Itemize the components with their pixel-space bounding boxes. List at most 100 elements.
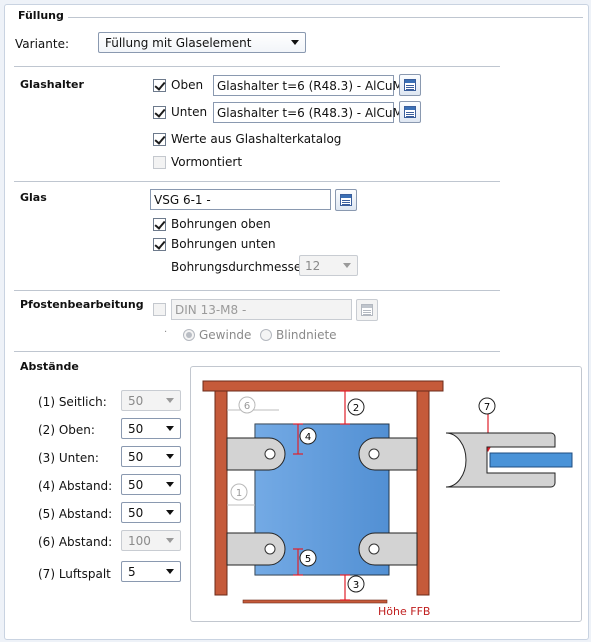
divider [14,290,500,291]
bohrungen-unten-checkbox[interactable] [153,238,166,251]
bohrungsdurchmesser-select[interactable]: 12 [299,255,358,276]
divider [14,351,500,352]
catalog-icon [404,106,416,118]
abstand-value-7: 5 [128,565,136,579]
abstand-value-2: 50 [128,422,144,436]
marker-3 [347,575,365,593]
glashalter-unten-field[interactable]: Glashalter t=6 (R48.3) - AlCuMg1 [213,102,418,123]
chevron-down-icon [343,263,351,268]
holder-right-top [358,437,418,471]
holder-right-bottom [358,532,418,566]
gewinde-radio[interactable] [183,329,195,341]
abstand-label-4: (4) Abstand: [38,479,113,493]
detail-holder [445,432,556,488]
gewinde-label: Gewinde [199,328,252,342]
radio-group-marker: · [164,327,168,338]
abstand-label-1: (1) Seitlich: [38,395,107,409]
marker-5 [299,549,317,567]
glashalter-unten-catalog-button[interactable] [399,101,421,123]
hole-right-bottom [368,543,380,555]
marker-4 [299,427,317,445]
right-post [416,390,430,596]
abstand-value-6: 100 [128,534,151,548]
katalog-label: Werte aus Glashalterkatalog [171,132,342,146]
abstand-select-3[interactable]: 50 [121,446,181,467]
variante-label: Variante: [15,37,69,51]
marker-1 [230,483,248,501]
pfosten-title: Pfostenbearbeitung [20,298,144,311]
bohrungen-unten-label: Bohrungen unten [171,237,276,251]
oben-label: Oben [171,78,204,92]
oben-checkbox[interactable] [153,79,166,92]
marker-5-text: 5 [305,554,311,565]
variante-select[interactable]: Füllung mit Glaselement [98,32,306,53]
catalog-icon [340,194,352,206]
abstand-select-4[interactable]: 50 [121,474,181,495]
chevron-down-icon [291,40,299,45]
chevron-down-icon [166,426,174,431]
abstand-label-6: (6) Abstand: [38,535,113,549]
abstand-select-5[interactable]: 50 [121,502,181,523]
pfosten-checkbox[interactable] [153,303,166,316]
abstand-select-6[interactable]: 100 [121,530,181,551]
pfosten-catalog-button[interactable] [356,299,378,321]
catalog-icon [361,304,373,316]
vormontiert-label: Vormontiert [171,155,243,169]
hole-left-top [264,448,276,460]
holder-left-bottom [226,532,286,566]
chevron-down-icon [166,454,174,459]
section-title: Füllung [18,9,64,22]
abstand-value-1: 50 [128,394,144,408]
section-divider [68,17,583,18]
chevron-down-icon [166,538,174,543]
chevron-down-icon [166,569,174,574]
floor-label: Höhe FFB [378,605,430,618]
glashalter-oben-field[interactable]: Glashalter t=6 (R48.3) - AlCuMg1 [213,75,418,96]
pfosten-field[interactable]: DIN 13-M8 - [171,299,352,320]
glashalter-title: Glashalter [20,78,84,91]
bohrungen-oben-checkbox[interactable] [153,218,166,231]
chevron-down-icon [166,510,174,515]
abstand-label-3: (3) Unten: [38,451,99,465]
marker-2-text: 2 [353,403,359,414]
bohrungsdurchmesser-label: Bohrungsdurchmesser: [171,260,311,274]
top-beam [202,380,444,392]
pfosten-value: DIN 13-M8 - [175,303,247,317]
glas-title: Glas [20,191,47,204]
chevron-down-icon [166,482,174,487]
glas-field[interactable]: VSG 6-1 - [150,189,331,210]
glass-holder-diagram: 1 6 2 4 5 3 7 Höhe FFB [190,366,582,622]
abstand-label-7: (7) Luftspalt [38,567,111,581]
catalog-icon [404,79,416,91]
katalog-checkbox[interactable] [153,133,166,146]
abstand-value-4: 50 [128,478,144,492]
unten-checkbox[interactable] [153,106,166,119]
vormontiert-checkbox[interactable] [153,156,166,169]
abstand-select-2[interactable]: 50 [121,418,181,439]
holder-left-top [226,437,286,471]
glashalter-oben-catalog-button[interactable] [399,74,421,96]
abstand-value-5: 50 [128,506,144,520]
abstand-value-3: 50 [128,450,144,464]
marker-4-text: 4 [305,432,311,443]
glas-catalog-button[interactable] [335,189,357,211]
divider [14,66,500,67]
marker-3-text: 3 [353,580,359,591]
abstand-select-1[interactable]: 50 [121,390,181,411]
glashalter-oben-value: Glashalter t=6 (R48.3) - AlCuMg1 [217,79,419,93]
blindniete-radio[interactable] [260,329,272,341]
blindniete-label: Blindniete [276,328,337,342]
diagram-svg: 1 6 2 4 5 3 7 Höhe FFB [202,380,573,618]
marker-1-text: 1 [236,488,242,499]
glas-value: VSG 6-1 - [154,193,211,207]
unten-label: Unten [171,105,208,119]
abstaende-title: Abstände [20,360,79,373]
variante-value: Füllung mit Glaselement [105,36,252,50]
hole-right-top [368,448,380,460]
left-post [214,390,228,596]
abstand-label-2: (2) Oben: [38,423,95,437]
abstand-select-7[interactable]: 5 [121,561,181,582]
bohrungen-oben-label: Bohrungen oben [171,217,271,231]
divider [14,181,500,182]
hole-left-bottom [264,543,276,555]
